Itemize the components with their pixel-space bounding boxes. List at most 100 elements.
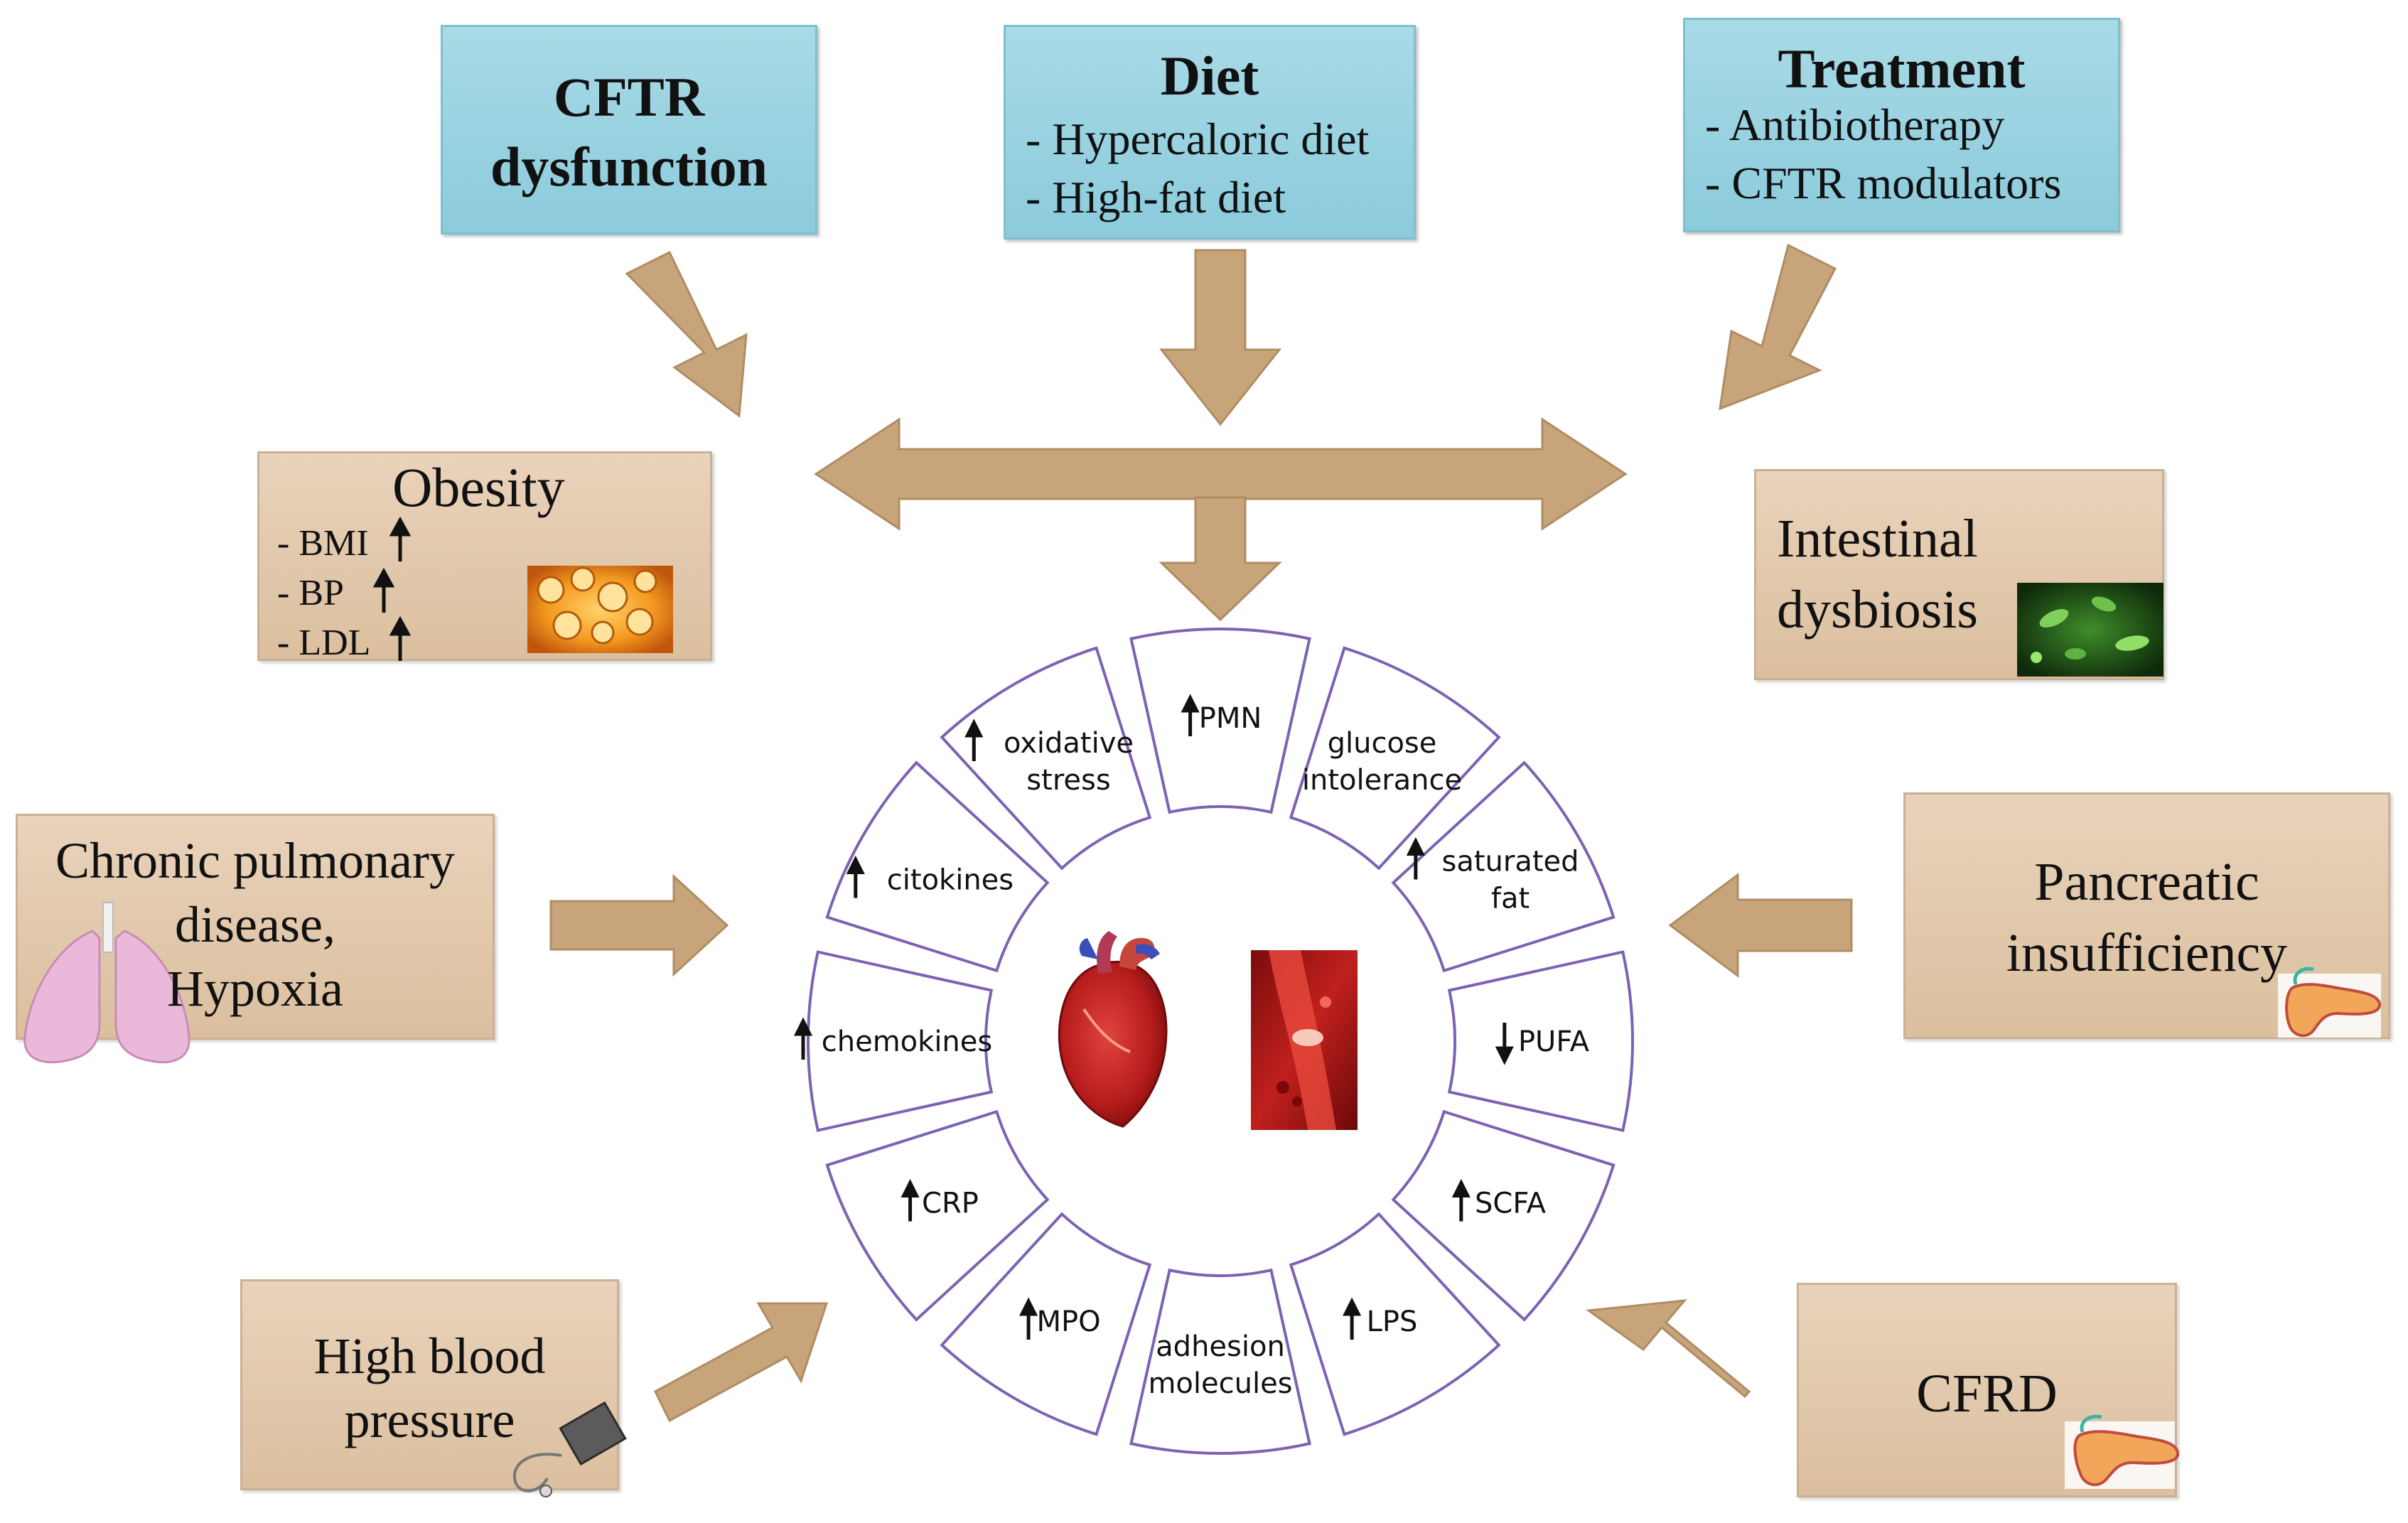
pulmonary-text: Chronic pulmonary disease, Hypoxia bbox=[16, 814, 495, 1040]
wheel-segment bbox=[1289, 646, 1501, 871]
wheel-segment-label-line: LPS bbox=[1367, 1306, 1418, 1338]
wheel-segment-label: citokines bbox=[887, 864, 1014, 897]
wheel-segment-label-line: stress bbox=[1026, 764, 1110, 797]
dysbiosis-line1: Intestinal bbox=[1777, 509, 1978, 569]
arrow-from-treatment bbox=[1719, 243, 1837, 411]
wheel-segment-label: chemokines bbox=[822, 1026, 992, 1058]
wheel-segment-label-line: adhesion bbox=[1156, 1330, 1285, 1363]
obesity-item-bmi: - BMI bbox=[277, 523, 369, 564]
wheel-segment bbox=[1391, 1109, 1616, 1322]
hbp-text: High blood pressure bbox=[240, 1279, 619, 1490]
increase-arrow-icon bbox=[1343, 1297, 1362, 1340]
increase-arrow-icon bbox=[1181, 694, 1200, 736]
wheel-segment-label-line: fat bbox=[1491, 883, 1530, 915]
arrow-from-cftr bbox=[625, 250, 748, 418]
pulmonary-line3: Hypoxia bbox=[167, 960, 343, 1017]
pulmonary-line1: Chronic pulmonary bbox=[55, 832, 455, 889]
wheel-segment bbox=[807, 950, 994, 1132]
wheel-segment-label: SCFA bbox=[1475, 1188, 1547, 1220]
obesity-item-bp: - BP bbox=[277, 573, 344, 613]
increase-arrow-icon bbox=[793, 1017, 813, 1060]
increase-arrow-icon bbox=[1451, 1178, 1471, 1222]
wheel-segment-label: PMN bbox=[1199, 702, 1262, 735]
central-horizontal-double-arrow bbox=[814, 417, 1628, 531]
arrows bbox=[549, 243, 1853, 1423]
heart-image bbox=[1058, 931, 1168, 1128]
wheel-segment-label-line: glucose bbox=[1328, 727, 1437, 760]
hbp-line2: pressure bbox=[344, 1392, 515, 1448]
pulmonary-line2: disease, bbox=[175, 896, 335, 953]
wheel-segment-label-line: chemokines bbox=[822, 1026, 992, 1058]
arrow-from-hbp bbox=[654, 1302, 829, 1423]
arrow-from-diet bbox=[1159, 249, 1282, 426]
cftr-title-line2: dysfunction bbox=[490, 136, 768, 198]
artery-image bbox=[1251, 950, 1358, 1130]
lungs-image bbox=[23, 902, 190, 1064]
obesity-up-arrows bbox=[372, 516, 412, 661]
cfrd-text: CFRD bbox=[1797, 1283, 2177, 1497]
wheel-segment-label: saturated fat bbox=[1442, 846, 1579, 915]
cftr-title-line1: CFTR bbox=[553, 66, 705, 128]
bacteria-image bbox=[2017, 583, 2164, 677]
wheel-segment-label-line: SCFA bbox=[1475, 1188, 1547, 1220]
wheel-segment bbox=[940, 1212, 1152, 1436]
wheel-segment-label-line: PMN bbox=[1199, 702, 1262, 735]
pancreatic-line2: insufficiency bbox=[2006, 923, 2288, 983]
cftr-dysfunction-box: CFTR dysfunction bbox=[441, 25, 817, 235]
blood-pressure-monitor-image bbox=[512, 1401, 627, 1497]
increase-arrow-icon bbox=[1406, 836, 1425, 880]
increase-arrow-icon bbox=[964, 719, 984, 761]
wheel-segment-label-line: citokines bbox=[887, 864, 1014, 897]
treatment-item-antibiotherapy: - Antibiotherapy bbox=[1705, 99, 2005, 150]
wheel-segment bbox=[1447, 950, 1634, 1132]
diet-item-high-fat: - High-fat diet bbox=[1026, 172, 1286, 222]
fat-tissue-image bbox=[527, 566, 673, 653]
wheel-segment-label: CRP bbox=[922, 1188, 979, 1220]
wheel-segment bbox=[825, 760, 1050, 973]
diet-title: Diet bbox=[1160, 45, 1259, 107]
arrow-from-pulmonary bbox=[549, 873, 729, 977]
wheel-segment-label: adhesion molecules bbox=[1148, 1330, 1292, 1400]
dysbiosis-text: Intestinal dysbiosis bbox=[1754, 469, 2164, 680]
wheel-segment-label: PUFA bbox=[1518, 1026, 1590, 1058]
treatment-item-cftr-modulators: - CFTR modulators bbox=[1705, 158, 2062, 208]
wheel-segment-label: MPO bbox=[1036, 1306, 1100, 1338]
arrow-from-cfrd bbox=[1585, 1299, 1751, 1399]
pancreatic-text: Pancreatic insufficiency bbox=[1903, 792, 2390, 1039]
pancreas-image-2 bbox=[2065, 1414, 2179, 1489]
diet-item-hypercaloric: - Hypercaloric diet bbox=[1026, 114, 1370, 164]
obesity-item-ldl: - LDL bbox=[277, 623, 371, 663]
increase-arrow-icon bbox=[1019, 1297, 1038, 1340]
wheel-segment bbox=[825, 1109, 1050, 1322]
central-down-arrow bbox=[1159, 496, 1282, 622]
wheel-segment-label: glucose intolerance bbox=[1302, 727, 1462, 797]
increase-arrow-icon bbox=[846, 855, 865, 898]
cfrd-label: CFRD bbox=[1916, 1364, 2058, 1424]
pancreas-image-1 bbox=[2278, 967, 2381, 1038]
wheel-segment-label: LPS bbox=[1367, 1306, 1418, 1338]
obesity-text: Obesity - BMI - BP - LDL bbox=[257, 451, 712, 663]
wheel-segment-label-line: MPO bbox=[1036, 1306, 1100, 1338]
wheel-segment bbox=[1289, 1212, 1501, 1436]
diet-box: Diet - Hypercaloric diet - High-fat diet bbox=[1004, 25, 1416, 240]
dysbiosis-line2: dysbiosis bbox=[1777, 580, 1978, 640]
treatment-box: Treatment - Antibiotherapy - CFTR modula… bbox=[1683, 18, 2120, 232]
decrease-arrow-icon bbox=[1495, 1023, 1514, 1065]
hbp-line1: High blood bbox=[313, 1328, 546, 1384]
wheel-segment-label-line: intolerance bbox=[1302, 764, 1462, 797]
obesity-title: Obesity bbox=[392, 456, 565, 518]
wheel-segment bbox=[1129, 628, 1311, 814]
wheel-segment-label-line: saturated bbox=[1442, 846, 1579, 878]
wheel-segment bbox=[1129, 1268, 1311, 1455]
treatment-title: Treatment bbox=[1778, 38, 2026, 99]
wheel-segment-label-line: CRP bbox=[922, 1188, 979, 1220]
wheel-segment bbox=[1391, 760, 1616, 973]
wheel-segment-label-line: PUFA bbox=[1518, 1026, 1590, 1058]
wheel-segment-label-line: molecules bbox=[1148, 1367, 1292, 1400]
wheel-segment bbox=[940, 646, 1152, 871]
pancreatic-line1: Pancreatic bbox=[2034, 852, 2259, 912]
arrow-from-pancreatic bbox=[1668, 873, 1853, 978]
